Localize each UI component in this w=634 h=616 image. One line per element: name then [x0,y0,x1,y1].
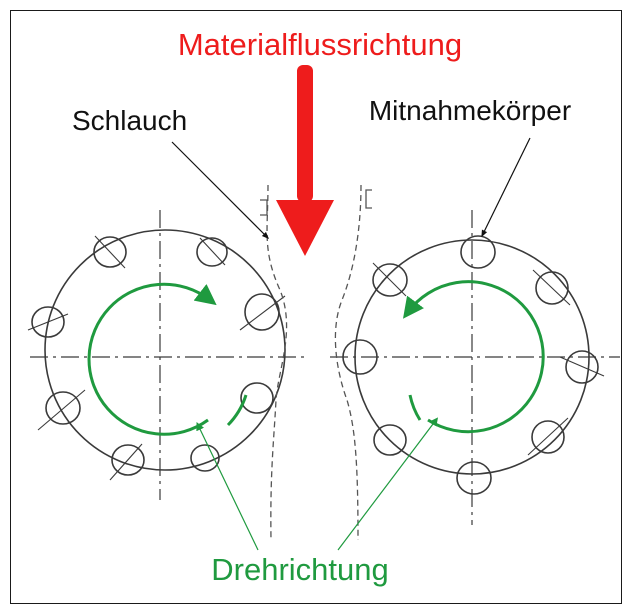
right-rotation-arrow [402,280,545,434]
right-carrier-bodies [342,235,599,495]
carrier-leader-line [481,137,531,238]
rotation-direction-label: Drehrichtung [211,552,388,587]
left-pitch-circle [44,229,286,471]
carrier-body-label: Mitnahmekörper [369,95,571,126]
hose-left-wall [266,184,288,541]
rotation-leader-left [196,421,259,551]
flow-direction-label: Materialflussrichtung [178,27,462,62]
hose-label: Schlauch [72,105,187,136]
left-roller-sketch [27,210,305,500]
rotation-arrows [87,280,545,436]
rotation-leader-right [337,417,439,551]
hose-leader-line [171,141,270,240]
hose-walls [266,184,362,541]
flow-arrow [276,65,334,256]
left-carrier-bodies [31,236,280,476]
hose-right-wall [334,184,362,541]
right-roller-sketch [330,210,620,525]
left-rotation-arrow [87,282,217,436]
